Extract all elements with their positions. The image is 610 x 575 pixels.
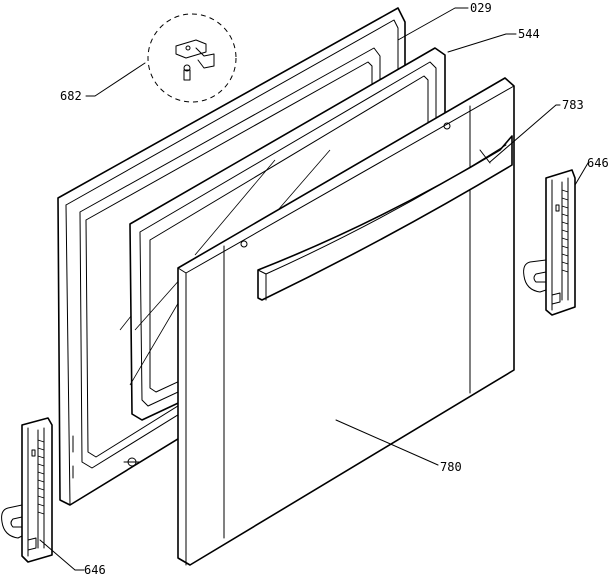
callout-029: 029	[470, 1, 492, 15]
right-hinge	[523, 169, 576, 316]
clip-detail-inset	[147, 13, 237, 103]
callout-682: 682	[60, 89, 82, 103]
door-handle	[257, 135, 513, 301]
callout-646-left: 646	[84, 563, 106, 575]
leader-lines	[39, 7, 589, 571]
left-hinge	[1, 417, 53, 563]
callout-780: 780	[440, 460, 462, 474]
callout-646-right: 646	[587, 156, 609, 170]
callout-544: 544	[518, 27, 540, 41]
callout-labels: 029 544 682 783 646 646 780	[60, 1, 609, 575]
callout-783: 783	[562, 98, 584, 112]
